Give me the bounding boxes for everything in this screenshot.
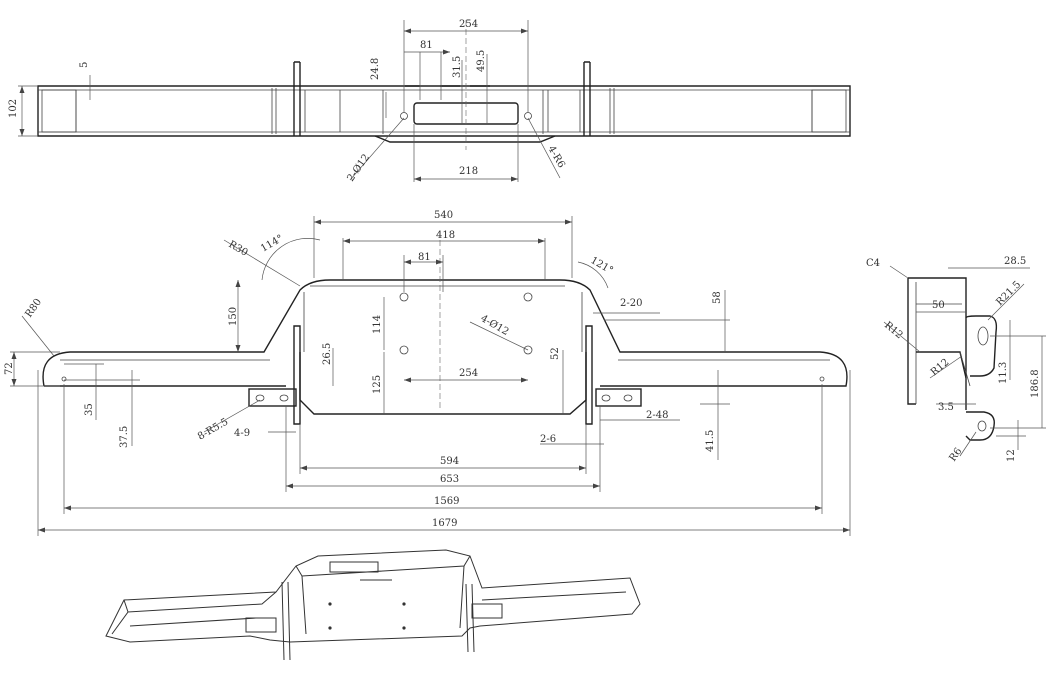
dim-50-side: 50: [932, 300, 945, 311]
side-view-dimensions: C4 28.5 50 R21.5 R12 R12 11.3 186.8 3.5 …: [866, 256, 1046, 464]
dim-1569: 1569: [434, 496, 459, 507]
dim-653: 653: [440, 474, 459, 485]
dim-12-side: 12: [1006, 449, 1017, 462]
chamfer-c4: C4: [866, 258, 880, 269]
dim-11-3: 11.3: [998, 362, 1009, 384]
dim-4-9: 4-9: [234, 428, 250, 439]
dim-37-5: 37.5: [119, 426, 130, 448]
dim-1679: 1679: [432, 518, 457, 529]
dim-418: 418: [436, 230, 455, 241]
radius-r80: R80: [23, 297, 44, 320]
top-view-dimensions: 254 81 24.8 31.5 49.5 5 102 218 2-Ø12 4-…: [8, 19, 567, 184]
dim-49-5: 49.5: [476, 50, 487, 72]
dim-24-8: 24.8: [370, 58, 381, 80]
side-view-outline: [907, 277, 998, 441]
dim-218: 218: [459, 166, 478, 177]
dim-72: 72: [4, 362, 15, 375]
front-view-outline: [42, 240, 848, 425]
top-view-outline: [37, 20, 851, 150]
front-view: 540 418 81 114° R30 121° 2-20 58 150 114…: [4, 210, 851, 536]
isometric-view: [105, 549, 641, 661]
dim-35: 35: [84, 403, 95, 416]
dim-2-20: 2-20: [620, 298, 642, 309]
dim-254-front: 254: [459, 368, 478, 379]
dim-81-top: 81: [420, 40, 433, 51]
dim-186-8: 186.8: [1030, 369, 1041, 398]
dim-58: 58: [712, 291, 723, 304]
dim-254-top: 254: [459, 19, 478, 30]
dim-41-5: 41.5: [705, 430, 716, 452]
label-2-holes: 2-Ø12: [345, 152, 372, 183]
dim-2-6: 2-6: [540, 434, 556, 445]
top-view: 254 81 24.8 31.5 49.5 5 102 218 2-Ø12 4-…: [8, 19, 851, 184]
dim-52: 52: [550, 347, 561, 360]
radius-r21-5: R21.5: [994, 279, 1023, 308]
label-8-r5-5: 8-R5.5: [196, 416, 230, 442]
angle-114: 114°: [259, 233, 285, 255]
angle-121: 121°: [589, 255, 615, 277]
dim-540: 540: [434, 210, 453, 221]
dim-3-5: 3.5: [938, 402, 954, 413]
dim-594: 594: [440, 456, 459, 467]
dim-114: 114: [372, 315, 383, 334]
dim-31-5: 31.5: [452, 56, 463, 78]
dim-5: 5: [79, 62, 90, 68]
front-view-dimensions: 540 418 81 114° R30 121° 2-20 58 150 114…: [4, 210, 851, 536]
radius-r12-a: R12: [882, 320, 905, 341]
dim-102: 102: [8, 99, 19, 118]
dim-2-48: 2-48: [646, 410, 668, 421]
dim-81-front: 81: [418, 252, 431, 263]
radius-r6: R6: [947, 446, 964, 464]
dim-26-5: 26.5: [322, 343, 333, 365]
radius-r30: R30: [227, 239, 250, 259]
radius-r12-b: R12: [929, 357, 952, 378]
dim-150: 150: [228, 307, 239, 326]
dim-125: 125: [372, 375, 383, 394]
side-view: C4 28.5 50 R21.5 R12 R12 11.3 186.8 3.5 …: [866, 256, 1046, 464]
dim-28-5: 28.5: [1004, 256, 1026, 267]
